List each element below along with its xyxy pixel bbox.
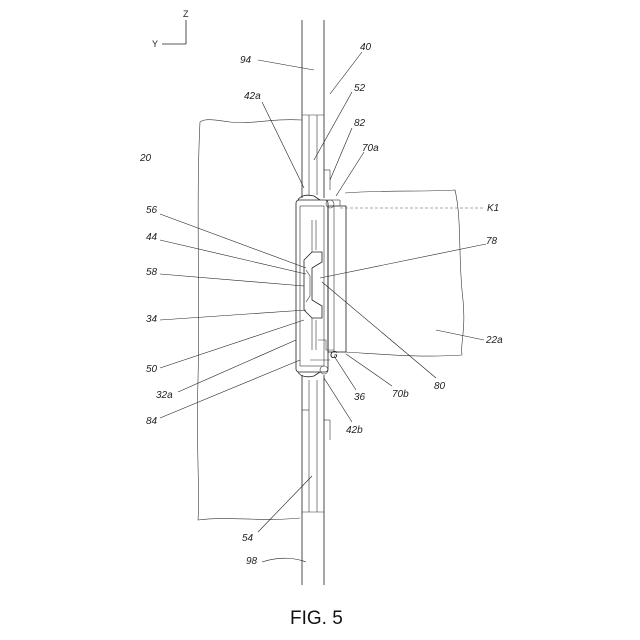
label-58: 58 — [146, 267, 158, 278]
label-52: 52 — [354, 83, 366, 94]
axis-indicator: Z Y — [152, 9, 189, 49]
label-98: 98 — [246, 556, 258, 567]
label-22a: 22a — [485, 335, 503, 346]
label-32a: 32a — [156, 390, 173, 401]
part-labels: 94 40 52 42a 82 20 70a K1 56 44 78 58 34… — [139, 42, 503, 567]
panel-20-outline — [197, 120, 302, 520]
label-80: 80 — [434, 381, 446, 392]
label-50: 50 — [146, 364, 158, 375]
label-36: 36 — [354, 392, 366, 403]
label-42a: 42a — [244, 91, 261, 102]
y-axis-label: Y — [152, 39, 158, 49]
panel-22a-outline — [345, 190, 464, 356]
label-70a: 70a — [362, 143, 379, 154]
label-42b: 42b — [346, 425, 363, 436]
figure-caption: FIG. 5 — [290, 608, 343, 629]
z-axis-label: Z — [183, 9, 189, 19]
label-94: 94 — [240, 55, 252, 66]
label-56: 56 — [146, 205, 158, 216]
label-K1: K1 — [487, 203, 499, 214]
label-54: 54 — [242, 533, 254, 544]
label-82: 82 — [354, 118, 366, 129]
label-44: 44 — [146, 232, 158, 243]
label-34: 34 — [146, 314, 158, 325]
label-84: 84 — [146, 416, 158, 427]
label-70b: 70b — [392, 389, 409, 400]
label-G: G — [330, 350, 338, 361]
label-40: 40 — [360, 42, 372, 53]
label-78: 78 — [486, 236, 498, 247]
label-20: 20 — [139, 153, 152, 164]
leader-lines — [160, 52, 486, 562]
